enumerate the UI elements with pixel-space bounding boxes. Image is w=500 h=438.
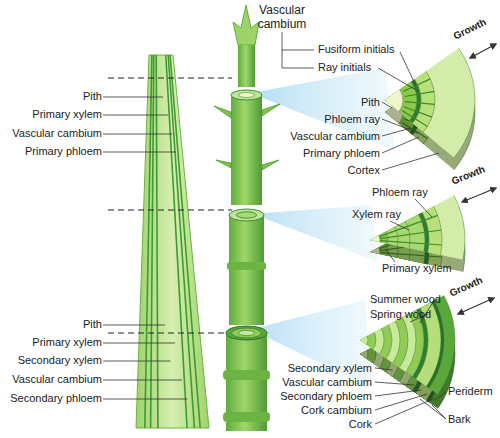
- part-label: Summer wood: [370, 293, 441, 306]
- part-label: Primary xylem: [382, 262, 452, 275]
- part-label: Pith: [2, 90, 102, 103]
- part-label: Vascular cambium: [270, 130, 380, 143]
- part-label: Spring wood: [370, 308, 431, 321]
- part-label: Vascular cambium: [2, 373, 102, 386]
- growth-label: Growth: [451, 15, 488, 42]
- part-label: Primary xylem: [2, 336, 102, 349]
- part-label: Phloem ray: [270, 113, 380, 126]
- part-label: Periderm: [448, 385, 493, 398]
- part-label: Pith: [270, 96, 380, 109]
- growth-label: Growth: [447, 273, 484, 299]
- part-label: Primary phloem: [270, 147, 380, 160]
- header-label: Vascular cambium: [250, 3, 314, 31]
- part-label: Ray initials: [318, 61, 371, 74]
- part-label: Bark: [448, 413, 471, 426]
- part-label: Phloem ray: [372, 186, 428, 199]
- part-label: Cork cambium: [262, 404, 372, 417]
- part-label: Secondary phloem: [262, 390, 372, 403]
- part-label: Fusiform initials: [318, 43, 394, 56]
- part-label: Cortex: [270, 164, 380, 177]
- part-label: Primary xylem: [2, 108, 102, 121]
- part-label: Secondary xylem: [262, 362, 372, 375]
- part-label: Secondary phloem: [2, 392, 102, 405]
- part-label: Xylem ray: [352, 208, 401, 221]
- part-label: Pith: [2, 318, 102, 331]
- part-label: Vascular cambium: [262, 376, 372, 389]
- part-label: Cork: [262, 418, 372, 431]
- part-label: Secondary xylem: [2, 354, 102, 367]
- part-label: Primary phloem: [2, 145, 102, 158]
- part-label: Vascular cambium: [2, 127, 102, 140]
